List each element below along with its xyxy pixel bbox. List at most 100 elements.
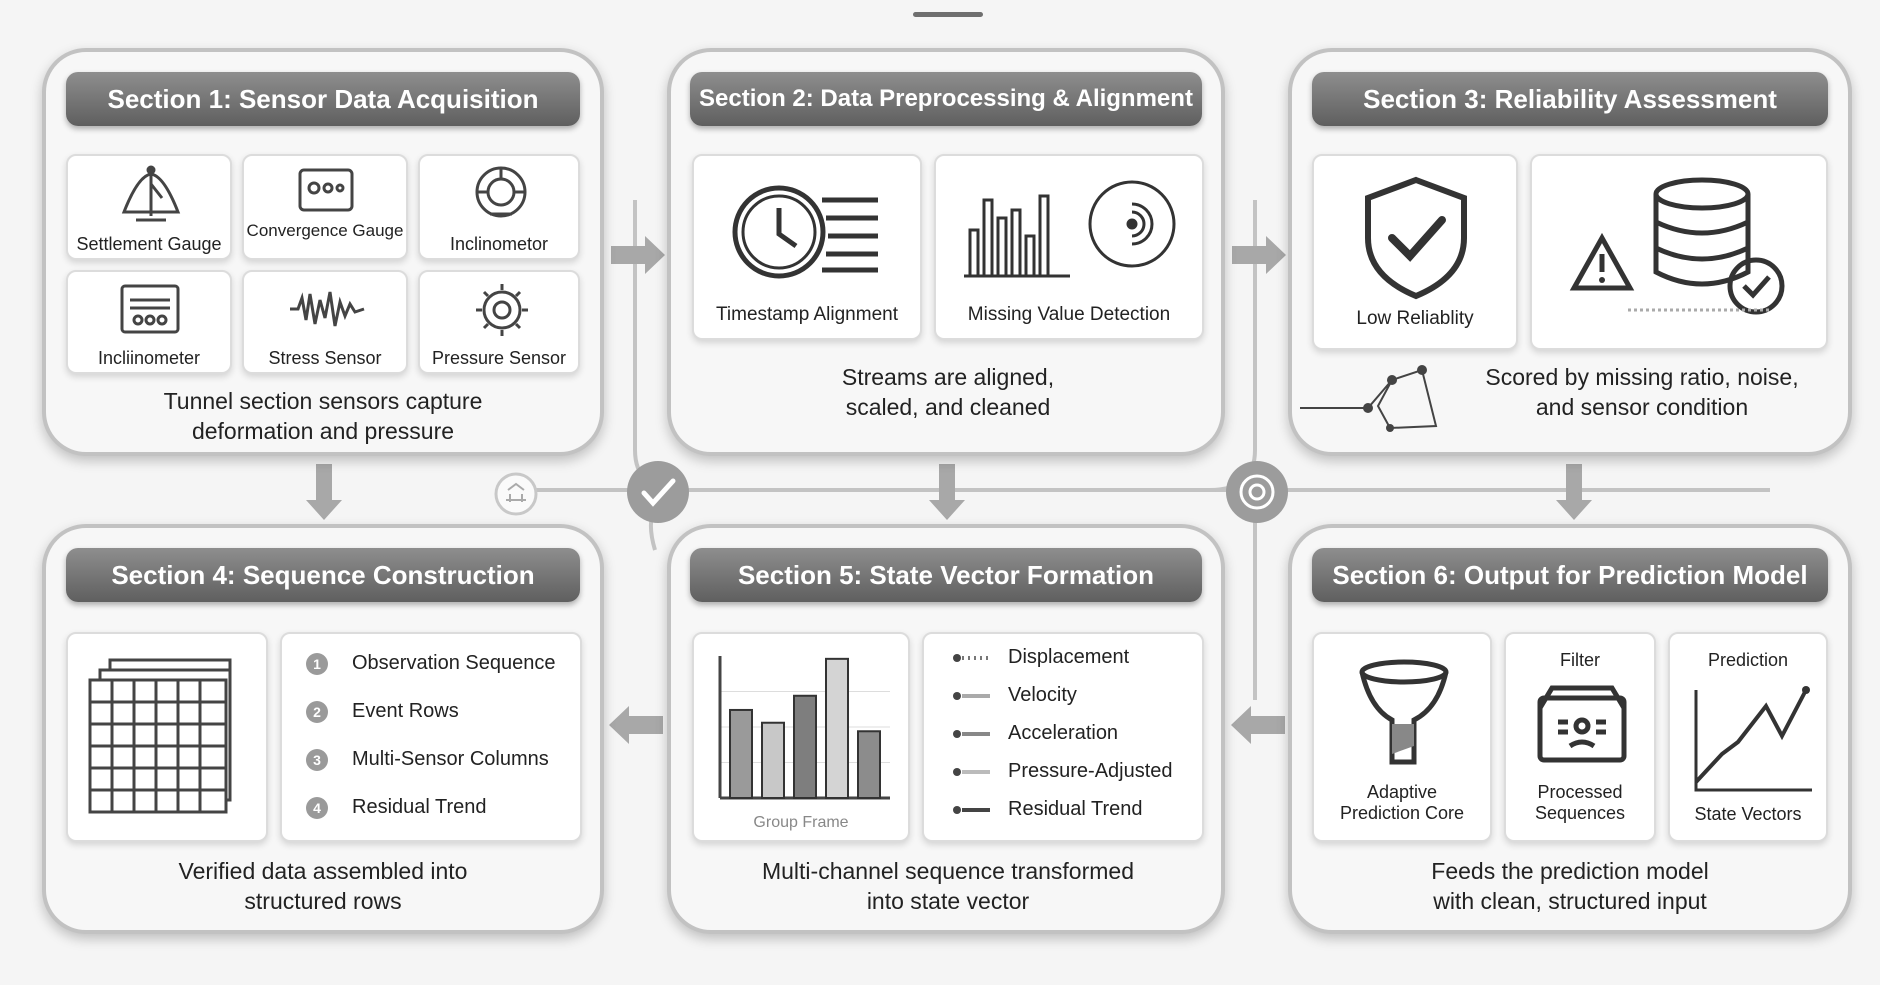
section-1-caption: Tunnel section sensors capture deformati… xyxy=(66,386,580,446)
network-graph-icon xyxy=(1300,365,1438,432)
pressure-sensor-card: Pressure Sensor xyxy=(418,270,580,374)
pressure-gear-icon xyxy=(476,284,528,336)
inclinometer-dial-icon xyxy=(475,166,527,218)
processed-label-line-2: Sequences xyxy=(1534,803,1626,823)
legend-label: Acceleration xyxy=(1008,722,1119,744)
settlement-gauge-icon xyxy=(121,165,181,222)
section-3-caption-line-1: Scored by missing ratio, noise, xyxy=(1485,364,1799,390)
legend-label: Velocity xyxy=(1008,684,1077,706)
settlement-gauge-label: Settlement Gauge xyxy=(76,234,222,254)
legend-item-1: Velocity xyxy=(952,684,1077,707)
section-5-caption: Multi-channel sequence transformed into … xyxy=(692,856,1204,916)
flow-nodes xyxy=(494,461,1288,523)
inclinometer-panel-label: Incliinometer xyxy=(97,348,201,368)
inclinometer-panel-icon xyxy=(120,284,180,334)
grid-table-icon xyxy=(88,658,232,814)
convergence-gauge-icon xyxy=(298,168,354,212)
legend-item-2: Acceleration xyxy=(952,722,1118,745)
section-4-header: Section 4: Sequence Construction xyxy=(66,548,580,602)
convergence-gauge-card: Convergence Gauge xyxy=(242,154,408,260)
adaptive-label-line-2: Prediction Core xyxy=(1339,803,1465,823)
processed-sequences-label: Processed Sequences xyxy=(1506,782,1654,824)
waveform-icon xyxy=(290,291,365,327)
bar-3 xyxy=(793,694,817,799)
step-4-item: 4 Residual Trend xyxy=(306,796,487,819)
step-1-item: 1 Observation Sequence xyxy=(306,652,555,675)
section-5-caption-line-2: into state vector xyxy=(866,888,1030,914)
section-6-header: Section 6: Output for Prediction Model xyxy=(1312,548,1828,602)
section-2-caption-line-2: scaled, and cleaned xyxy=(845,394,1051,420)
pressure-sensor-label: Pressure Sensor xyxy=(431,348,567,368)
inclinometer-dial-label: Inclinometor xyxy=(449,234,549,254)
group-frame-chart-card: Group Frame xyxy=(692,632,910,842)
section-1-caption-line-2: deformation and pressure xyxy=(191,418,455,444)
section-5-header: Section 5: State Vector Formation xyxy=(690,548,1202,602)
bar-1 xyxy=(729,708,753,799)
step-4-label: Residual Trend xyxy=(352,796,487,818)
prediction-top-label: Prediction xyxy=(1707,650,1789,670)
shield-check-icon xyxy=(1365,176,1467,300)
section-6-caption: Feeds the prediction model with clean, s… xyxy=(1312,856,1828,916)
section-4-caption-line-1: Verified data assembled into xyxy=(178,858,468,884)
database-warning-card xyxy=(1530,154,1828,350)
section-3-caption-line-2: and sensor condition xyxy=(1535,394,1749,420)
legend-label: Residual Trend xyxy=(1008,798,1143,820)
bar-chart-radar-icon xyxy=(964,180,1176,278)
adaptive-label-line-1: Adaptive xyxy=(1366,782,1438,802)
top-handle xyxy=(913,12,983,17)
bar-5 xyxy=(857,730,881,799)
stress-sensor-label: Stress Sensor xyxy=(268,348,382,368)
section-3-header: Section 3: Reliability Assessment xyxy=(1312,72,1828,126)
database-warning-icon xyxy=(1569,177,1785,315)
section-1-header: Section 1: Sensor Data Acquisition xyxy=(66,72,580,126)
section-3-caption: Scored by missing ratio, noise, and sens… xyxy=(1442,362,1842,422)
filter-top-label: Filter xyxy=(1560,650,1600,670)
flow-arrows xyxy=(306,236,1592,744)
step-1-label: Observation Sequence xyxy=(352,652,556,674)
line-chart-icon xyxy=(1694,686,1812,792)
bar-4 xyxy=(825,657,849,800)
legend-item-4: Residual Trend xyxy=(952,798,1143,821)
step-4-number: 4 xyxy=(306,796,328,819)
section-1-caption-line-1: Tunnel section sensors capture xyxy=(163,388,483,414)
step-2-item: 2 Event Rows xyxy=(306,700,459,723)
adaptive-prediction-card: Adaptive Prediction Core xyxy=(1312,632,1492,842)
stress-sensor-card: Stress Sensor xyxy=(242,270,408,374)
step-3-item: 3 Multi-Sensor Columns xyxy=(306,748,549,771)
step-3-label: Multi-Sensor Columns xyxy=(352,748,549,770)
timestamp-alignment-label: Timestamp Alignment xyxy=(716,304,898,325)
legend-swatch-icon xyxy=(953,691,990,700)
legend-item-3: Pressure-Adjusted xyxy=(952,760,1173,783)
grid-table-card xyxy=(66,632,268,842)
step-2-label: Event Rows xyxy=(352,700,459,722)
legend-swatch-icon xyxy=(953,767,990,776)
section-6-caption-line-2: with clean, structured input xyxy=(1433,888,1707,914)
timestamp-alignment-card: Timestamp Alignment xyxy=(692,154,922,340)
processed-sequences-card: Filter Processed Sequences xyxy=(1504,632,1656,842)
adaptive-prediction-label: Adaptive Prediction Core xyxy=(1314,782,1490,824)
section-5-caption-line-1: Multi-channel sequence transformed xyxy=(761,858,1135,884)
settlement-gauge-card: Settlement Gauge xyxy=(66,154,232,260)
group-frame-bar-chart xyxy=(718,656,890,800)
filter-box-icon xyxy=(1537,685,1627,763)
inclinometer-panel-card: Incliinometer xyxy=(66,270,232,374)
step-3-number: 3 xyxy=(306,748,328,771)
legend-label: Pressure-Adjusted xyxy=(1008,760,1173,782)
missing-value-detection-card: Missing Value Detection xyxy=(934,154,1204,340)
processed-label-line-1: Processed xyxy=(1537,782,1623,802)
section-6-caption-line-1: Feeds the prediction model xyxy=(1431,858,1709,884)
legend-item-0: Displacement xyxy=(952,646,1129,669)
convergence-gauge-label: Convergence Gauge xyxy=(246,221,404,240)
sequence-steps-card: 1 Observation Sequence 2 Event Rows 3 Mu… xyxy=(280,632,582,842)
legend-swatch-icon xyxy=(953,805,990,814)
low-reliability-card: Low Reliablity xyxy=(1312,154,1518,350)
state-vectors-label: State Vectors xyxy=(1694,804,1802,824)
legend-swatch-icon xyxy=(953,653,990,662)
section-2-caption: Streams are aligned, scaled, and cleaned xyxy=(692,362,1204,422)
section-2-caption-line-1: Streams are aligned, xyxy=(841,364,1055,390)
legend-swatch-icon xyxy=(953,729,990,738)
inclinometer-dial-card: Inclinometor xyxy=(418,154,580,260)
missing-value-detection-label: Missing Value Detection xyxy=(967,304,1171,325)
legend-label: Displacement xyxy=(1008,646,1130,668)
